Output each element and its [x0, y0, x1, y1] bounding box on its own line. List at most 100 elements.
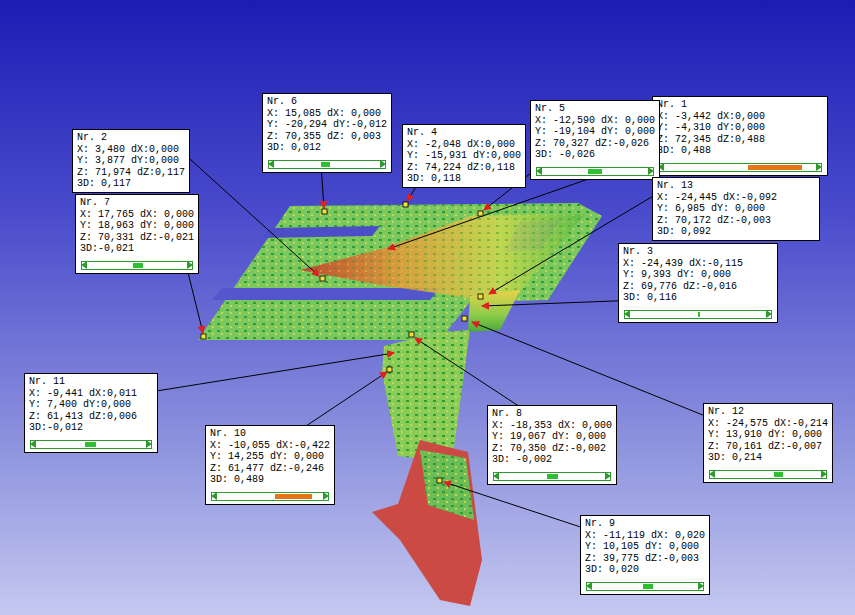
deviation-bar	[536, 167, 654, 176]
coordinate-line: 3D: 0,020	[585, 564, 705, 576]
measure-point	[387, 367, 392, 372]
lower-plate	[372, 440, 482, 606]
callout-number: Nr. 4	[407, 127, 521, 139]
measure-point	[403, 202, 408, 207]
callout-number: Nr. 11	[29, 376, 153, 388]
coordinate-line: 3D: -0,026	[535, 149, 655, 161]
callout-box: Nr. 5X: -12,590 dX: 0,000Y: -19,104 dY: …	[530, 100, 660, 180]
measure-point	[409, 332, 414, 337]
coordinate-line: Y: 18,963 dY: 0,000	[80, 220, 194, 232]
coordinate-line: X: 17,765 dX: 0,000	[80, 209, 194, 221]
callout-number: Nr. 3	[623, 246, 773, 258]
callout-box: Nr. 4X: -2,048 dX:0,000Y: -15,931 dY:0,0…	[402, 124, 526, 188]
coordinate-line: Z: 39,775 dZ:-0,003	[585, 553, 705, 565]
coordinate-line: Z: 61,413 dZ:0,006	[29, 411, 153, 423]
coordinate-line: X: -24,445 dX:-0,092	[657, 192, 815, 204]
coordinate-line: Z: 70,161 dZ:-0,007	[708, 441, 828, 453]
coordinate-line: Z: 70,331 dZ:-0,021	[80, 232, 194, 244]
callout-number: Nr. 12	[708, 406, 828, 418]
coordinate-line: Z: 70,172 dZ:-0,003	[657, 215, 815, 227]
measure-point	[478, 294, 483, 299]
callout-number: Nr. 1	[657, 99, 823, 111]
coordinate-line: Z: 70,350 dZ:-0,002	[492, 443, 612, 455]
measure-point	[320, 276, 325, 281]
callout-box: Nr. 9X: -11,119 dX: 0,020Y: 10,105 dY: 0…	[580, 515, 710, 595]
coordinate-line: Y: 19,067 dY: 0,000	[492, 431, 612, 443]
deviation-bar	[709, 470, 827, 479]
callout-number: Nr. 9	[585, 518, 705, 530]
wall	[468, 290, 520, 332]
callout-box: Nr. 10X: -10,055 dX:-0,422Y: 14,255 dY: …	[205, 425, 335, 505]
callout-box: Nr. 13X: -24,445 dX:-0,092Y: 6,985 dY: 0…	[652, 177, 820, 241]
coordinate-line: Y: -19,104 dY: 0,000	[535, 126, 655, 138]
deviation-bar	[81, 261, 193, 270]
coordinate-line: Y: -4,310 dY:0,000	[657, 122, 823, 134]
measure-point	[322, 209, 327, 214]
measure-point	[201, 334, 206, 339]
coordinate-line: 3D: 0,118	[407, 173, 521, 185]
coordinate-line: 3D: 0,214	[708, 452, 828, 464]
coordinate-line: Y: 14,255 dY: 0,000	[210, 451, 330, 463]
coordinate-line: Y: 7,400 dY:0,000	[29, 399, 153, 411]
rib-texture	[300, 214, 585, 298]
measure-point	[462, 316, 467, 321]
callout-number: Nr. 6	[267, 96, 387, 108]
plate-texture	[198, 203, 602, 340]
coordinate-line: X: -11,119 dX: 0,020	[585, 530, 705, 542]
callout-box: Nr. 6X: 15,085 dX: 0,000Y: -20,294 dY:-0…	[262, 93, 392, 173]
callout-box: Nr. 11X: -9,441 dX:0,011Y: 7,400 dY:0,00…	[24, 373, 158, 453]
coordinate-line: 3D: 0,488	[657, 145, 823, 157]
deviation-bar	[30, 440, 152, 449]
callout-number: Nr. 2	[77, 132, 185, 144]
callout-number: Nr. 7	[80, 197, 194, 209]
coordinate-line: Z: 70,355 dZ: 0,003	[267, 131, 387, 143]
coordinate-line: 3D: 0,012	[267, 142, 387, 154]
coordinate-line: Z: 71,974 dZ:0,117	[77, 167, 185, 179]
coordinate-line: Y: 13,910 dY: 0,000	[708, 429, 828, 441]
scan-gap	[212, 288, 440, 300]
lower-plate-patch	[420, 450, 474, 520]
coordinate-line: X: 15,085 dX: 0,000	[267, 108, 387, 120]
leader-line	[482, 300, 640, 306]
coordinate-line: X: -12,590 dX: 0,000	[535, 115, 655, 127]
callout-box: Nr. 7X: 17,765 dX: 0,000Y: 18,963 dY: 0,…	[75, 194, 199, 274]
coordinate-line: X: -9,441 dX:0,011	[29, 388, 153, 400]
scan-gap	[262, 226, 380, 238]
rib	[300, 214, 585, 298]
coordinate-line: Y: -15,931 dY:0,000	[407, 150, 521, 162]
coordinate-line: 3D: 0,117	[77, 178, 185, 190]
deviation-bar	[624, 310, 772, 319]
coordinate-line: 3D:-0,012	[29, 422, 153, 434]
deviation-bar	[211, 492, 329, 501]
callout-box: Nr. 1X: -3,442 dX:0,000Y: -4,310 dY:0,00…	[652, 96, 828, 176]
deviation-bar	[658, 163, 822, 172]
coordinate-line: Z: 69,776 dZ:-0,016	[623, 281, 773, 293]
coordinate-line: Y: 9,393 dY: 0,000	[623, 269, 773, 281]
coordinate-line: Z: 70,327 dZ:-0,026	[535, 138, 655, 150]
coordinate-line: 3D: 0,489	[210, 474, 330, 486]
measure-point	[437, 478, 442, 483]
coordinate-line: Y: 10,105 dY: 0,000	[585, 541, 705, 553]
callout-number: Nr. 5	[535, 103, 655, 115]
callout-number: Nr. 8	[492, 408, 612, 420]
coordinate-line: X: -24,439 dX:-0,115	[623, 258, 773, 270]
deviation-bar	[268, 160, 386, 169]
coordinate-line: Y: -20,294 dY:-0,012	[267, 119, 387, 131]
plate	[198, 203, 602, 340]
coordinate-line: Y: 6,985 dY: 0,000	[657, 203, 815, 215]
callout-box: Nr. 3X: -24,439 dX:-0,115Y: 9,393 dY: 0,…	[618, 243, 778, 323]
coordinate-line: X: -10,055 dX:-0,422	[210, 440, 330, 452]
coordinate-line: Z: 74,224 dZ:0,118	[407, 162, 521, 174]
measure-point	[478, 211, 483, 216]
coordinate-line: 3D:-0,021	[80, 243, 194, 255]
callout-number: Nr. 13	[657, 180, 815, 192]
deviation-bar	[586, 582, 704, 591]
callout-box: Nr. 8X: -18,353 dX: 0,000Y: 19,067 dY: 0…	[487, 405, 617, 485]
coordinate-line: X: 3,480 dX:0,000	[77, 144, 185, 156]
coordinate-line: 3D: 0,092	[657, 226, 815, 238]
callout-box: Nr. 12X: -24,575 dX:-0,214Y: 13,910 dY: …	[703, 403, 833, 483]
callout-box: Nr. 2X: 3,480 dX:0,000Y: 3,877 dY:0,000Z…	[72, 129, 190, 193]
coordinate-line: X: -18,353 dX: 0,000	[492, 420, 612, 432]
coordinate-line: Y: 3,877 dY:0,000	[77, 155, 185, 167]
